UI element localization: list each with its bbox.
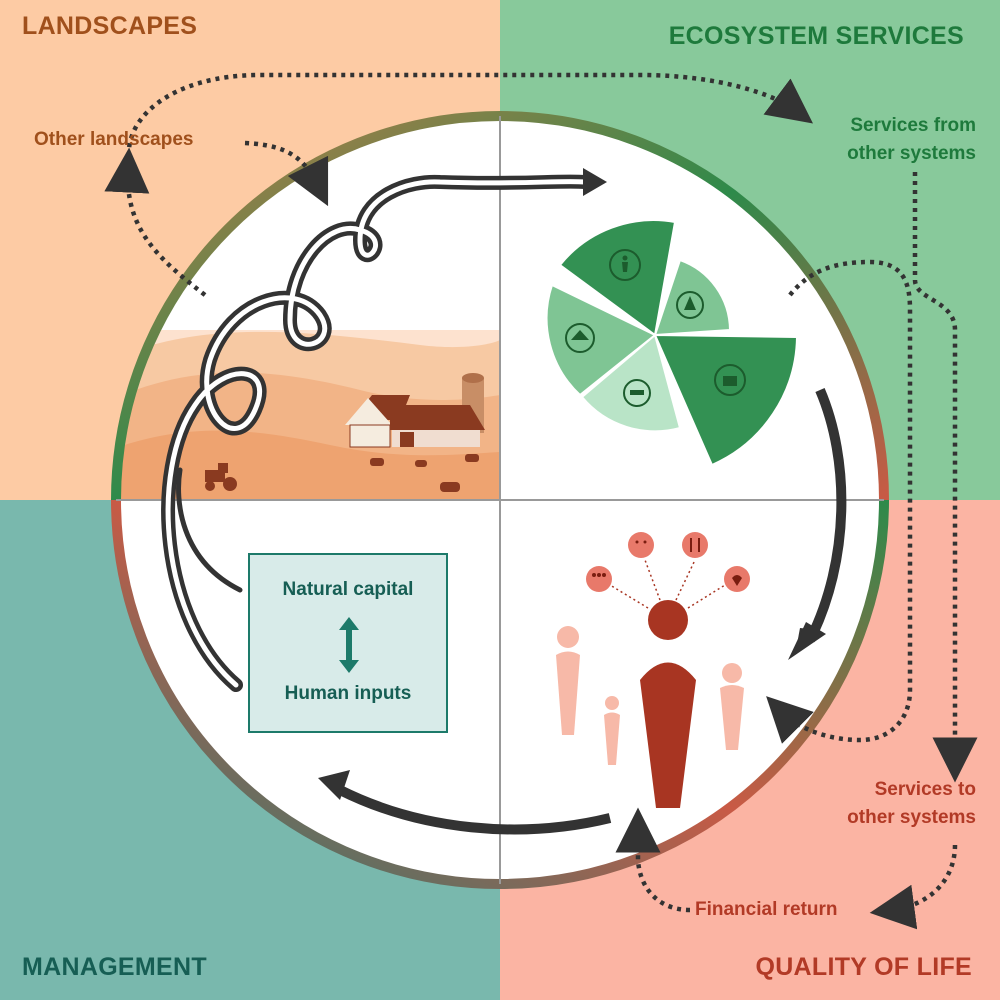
food-icon bbox=[682, 532, 708, 558]
quality-of-life-title: QUALITY OF LIFE bbox=[755, 953, 972, 981]
spiral-ribbon bbox=[161, 174, 592, 692]
other-landscapes-label: Other landscapes bbox=[34, 129, 194, 150]
services-to-label: Services to other systems bbox=[847, 779, 976, 828]
landscapes-title: LANDSCAPES bbox=[22, 12, 198, 40]
barn-icon bbox=[714, 364, 746, 396]
tractor-icon bbox=[205, 463, 237, 491]
tree-icon bbox=[676, 291, 704, 319]
services-from-label: Services from other systems bbox=[847, 115, 976, 164]
barn-icon bbox=[345, 395, 485, 448]
capital-box: Natural capital Human inputs bbox=[248, 553, 448, 733]
smiley-icon bbox=[628, 532, 654, 558]
spiral-arrowhead bbox=[583, 168, 607, 196]
double-arrow-icon bbox=[339, 617, 359, 673]
hiker-icon bbox=[609, 249, 641, 281]
arrow-qol-to-management bbox=[337, 785, 612, 835]
ecosystem-services-title: ECOSYSTEM SERVICES bbox=[668, 22, 964, 50]
faucet-icon bbox=[623, 379, 651, 407]
financial-return-label: Financial return bbox=[695, 899, 838, 920]
natural-capital-label: Natural capital bbox=[282, 579, 414, 600]
family-icon bbox=[586, 566, 612, 592]
cows bbox=[370, 454, 479, 492]
human-inputs-label: Human inputs bbox=[284, 683, 412, 704]
ecosystem-services-wedges bbox=[545, 219, 799, 467]
farm-landscape-illustration bbox=[120, 330, 500, 500]
dotted-flows bbox=[104, 72, 978, 930]
house-water-icon bbox=[565, 323, 595, 353]
main-person bbox=[640, 600, 696, 808]
people-illustration bbox=[556, 532, 750, 808]
management-title: MANAGEMENT bbox=[22, 953, 207, 981]
arrow-eco-to-qol bbox=[805, 388, 847, 643]
